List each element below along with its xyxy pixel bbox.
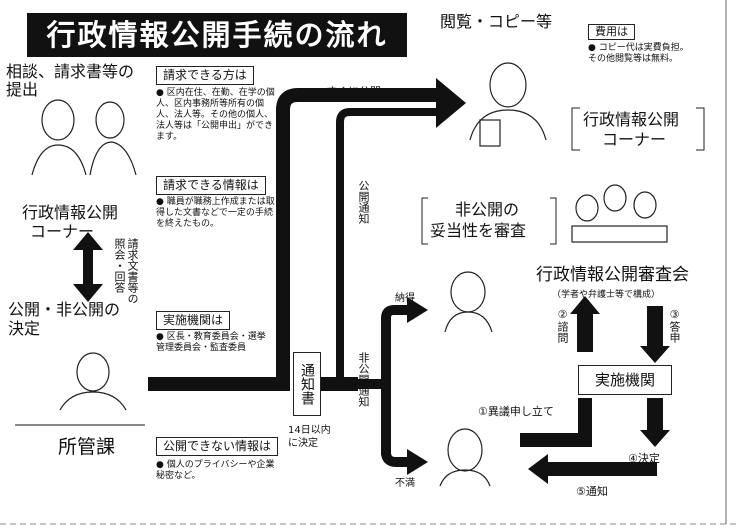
- person-left-head: [41, 99, 75, 141]
- council-member-3: [633, 191, 657, 219]
- person-right-body: [89, 141, 137, 176]
- clerk-body: [469, 109, 547, 141]
- branch-accept-line: [381, 305, 410, 455]
- accept-arrowhead: [407, 297, 428, 323]
- notice-doc-label: 通知書: [299, 363, 315, 405]
- fee-box-label: 費用は: [588, 24, 635, 40]
- open-path-outer: [276, 88, 440, 391]
- double-arrow-shaft: [83, 248, 93, 286]
- report-label: ③答申: [668, 308, 681, 343]
- right-corner-label-2: コーナー: [602, 130, 667, 149]
- closed-box-label: 公開できない情報は: [156, 437, 279, 456]
- requester-accept-body: [444, 311, 493, 333]
- council-sub-label: （学者や弁護士等で構成）: [552, 290, 661, 300]
- report-shaft: [647, 306, 663, 348]
- immediate-label: すぐに公開: [326, 85, 381, 98]
- accept-label: 納得: [395, 293, 415, 304]
- dept-label: 所管課: [58, 436, 116, 458]
- closed-notice-label: 非公開通知: [357, 352, 370, 407]
- org-box-text: ● 区長・教育委員会・選挙管理委員会・監査委員: [156, 332, 266, 353]
- notify-arrowhead: [528, 454, 548, 484]
- closed-box-text: ● 個人のプライバシーや企業秘密など。: [156, 460, 275, 481]
- requester-reject-body: [439, 469, 491, 487]
- council-member-2: [603, 184, 627, 212]
- clerk-document: [479, 119, 501, 147]
- main-flow-bar: [148, 377, 290, 391]
- officer-head: [76, 352, 110, 392]
- left-corner-label-2: コーナー: [30, 222, 95, 241]
- branch-reject-line: [381, 318, 410, 467]
- who-box-text: ● 区内在住、在勤、在学の個人、区内事務所等所有の個人、法人等。その他の個人、法…: [156, 88, 275, 142]
- decide-arrowhead: [640, 430, 670, 447]
- consult-arrowhead: [570, 296, 600, 314]
- review-question-line-1: 非公開の: [455, 200, 520, 219]
- page-title: 行政情報公開手続の流れ: [27, 13, 407, 57]
- deadline-line-2: に決定: [288, 438, 318, 449]
- notify-label: ⑤通知: [576, 485, 608, 498]
- decide-shaft: [647, 398, 663, 432]
- people-illustrations: [31, 62, 668, 487]
- who-box-label: 請求できる方は: [156, 66, 254, 85]
- notice-doc-frame: 通知書: [293, 352, 321, 416]
- reject-label: 不満: [395, 478, 415, 489]
- objection-line: [520, 398, 592, 447]
- step-request-label: 相談、請求書等の: [6, 62, 135, 81]
- decision-label: 公開・非公開の: [8, 300, 121, 319]
- decision-label-2: 決定: [8, 319, 41, 338]
- council-label: 行政情報公開審査会: [536, 265, 689, 285]
- council-table: [571, 225, 668, 243]
- double-arrow-down: [73, 284, 103, 302]
- referral-note: 請求文書等の照会・回答: [113, 238, 139, 304]
- what-box-text: ● 職員が職務上作成または取得した文書などで一定の手続を終えたもの。: [156, 197, 275, 229]
- clerk-head: [489, 62, 527, 108]
- viewing-label: 閲覧・コピー等: [440, 12, 553, 31]
- consult-shaft: [577, 310, 593, 352]
- notify-shaft: [545, 462, 657, 476]
- council-member-1: [575, 194, 599, 222]
- fee-box-text: ● コピー代は実費負担。その他閲覧等は無料。: [588, 43, 689, 64]
- open-notice-label: 公開通知: [357, 180, 370, 224]
- review-question-line-2: 妥当性を審査: [430, 221, 527, 240]
- corner-bracket-right: [696, 107, 705, 151]
- review-bracket-right: [550, 197, 557, 245]
- open-arrowhead: [436, 78, 466, 128]
- person-left-body: [31, 144, 87, 176]
- left-corner-label: 行政情報公開: [22, 203, 119, 222]
- corner-bracket-left: [571, 107, 580, 151]
- consult-label: ②諮問: [556, 308, 569, 343]
- requester-reject-head: [447, 428, 483, 472]
- decide-label: ④決定: [628, 452, 660, 465]
- report-arrowhead: [640, 346, 670, 363]
- review-bracket-left: [421, 197, 428, 245]
- main-flow-bar-2: [318, 377, 358, 391]
- objection-label: ①異議申し立て: [478, 405, 554, 418]
- right-corner-label: 行政情報公開: [583, 110, 680, 129]
- requester-accept-head: [450, 271, 486, 313]
- org-box-label: 実施機関は: [156, 311, 231, 330]
- what-box-label: 請求できる情報は: [156, 176, 266, 195]
- deadline-line-1: 14日以内: [288, 425, 331, 436]
- double-arrow-up: [73, 232, 103, 250]
- agency-box: 実施機関: [578, 365, 672, 395]
- step-request-label-2: 提出: [6, 80, 39, 99]
- reject-arrowhead: [407, 449, 428, 475]
- open-path-inner: [336, 108, 440, 377]
- officer-body: [59, 391, 127, 411]
- person-right-head: [95, 101, 125, 139]
